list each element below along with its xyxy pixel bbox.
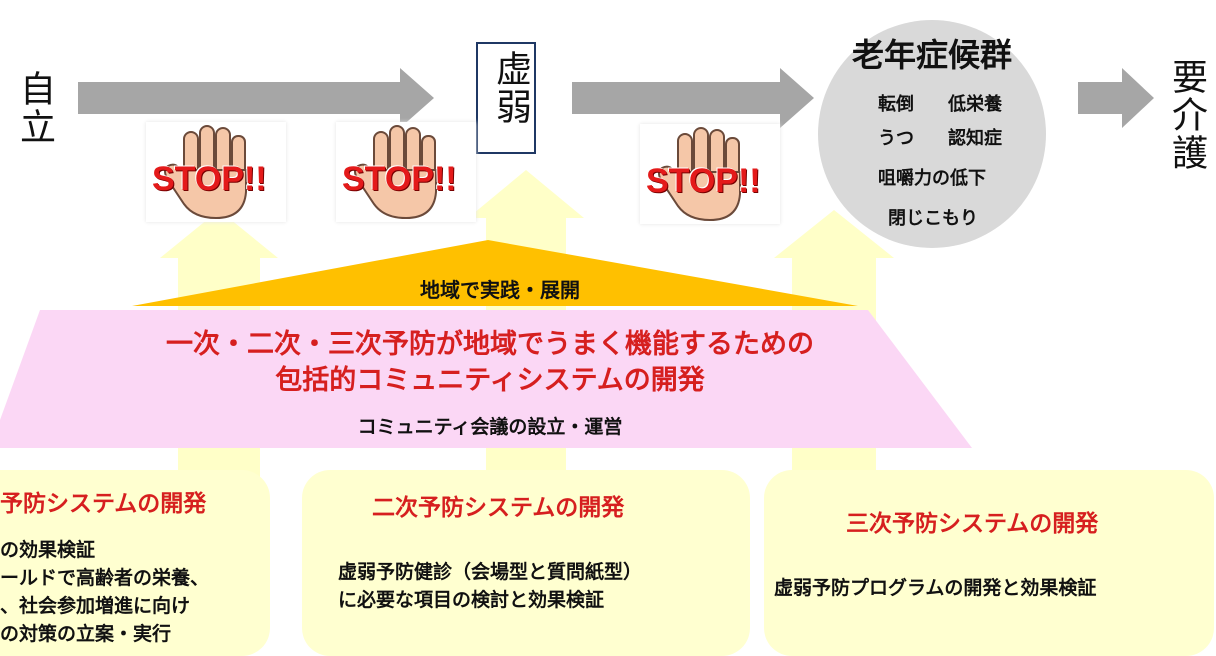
flow-arrow-2 (572, 68, 814, 128)
flow-arrow-3 (1078, 68, 1154, 128)
hand-icon (354, 125, 437, 220)
stage-independent: 自立 (14, 70, 55, 146)
geriatric-item-malnutrition: 低栄養 (948, 94, 1002, 115)
stop-label: STOP!! (646, 162, 761, 200)
panel-tertiary-prevention: 三次予防システムの開発 虚弱予防プログラムの開発と効果検証 (764, 470, 1214, 656)
geriatric-item-depression: うつ (878, 128, 914, 149)
panel-primary-title: 予防システムの開発 (0, 491, 207, 517)
stage-care: 要介護 (1166, 58, 1207, 172)
panel-primary-line: の対策の立案・実行 (0, 623, 172, 645)
pyramid-main-line2: 包括的コミュニティシステムの開発 (275, 365, 705, 396)
geriatric-syndrome-circle (818, 20, 1046, 248)
pyramid-main-line1: 一次・二次・三次予防が地域でうまく機能するための (166, 329, 814, 360)
pyramid-sub-label: コミュニティ会議の設立・運営 (357, 416, 623, 438)
panel-secondary-body: 虚弱予防健診（会場型と質問紙型） に必要な項目の検討と効果検証 (338, 558, 642, 614)
stage-frailty-box (476, 42, 536, 154)
hand-icon (658, 127, 741, 222)
geriatric-item-fall: 転倒 (878, 94, 914, 115)
stop-card-3: STOP!! (640, 124, 780, 224)
geriatric-item-dementia: 認知症 (948, 128, 1002, 149)
panel-primary-line: ールドで高齢者の栄養、 (0, 567, 210, 589)
pyramid-top-label: 地域で実践・展開 (420, 278, 580, 302)
panel-secondary-line: 虚弱予防健診（会場型と質問紙型） (338, 561, 643, 583)
stop-label: STOP!! (342, 160, 457, 198)
panel-tertiary-body: 虚弱予防プログラムの開発と効果検証 (774, 574, 1096, 602)
panel-tertiary-line: 虚弱予防プログラムの開発と効果検証 (774, 577, 1097, 599)
flow-arrow-1 (78, 68, 434, 128)
pyramid-band (0, 310, 972, 448)
geriatric-item-withdrawal: 閉じこもり (888, 208, 978, 229)
stop-card-1: STOP!! (146, 122, 286, 222)
stage-frailty: 虚弱 (490, 50, 531, 126)
panel-primary-line: 、社会参加増進に向け (0, 595, 191, 617)
pyramid-top (132, 240, 858, 306)
panel-secondary-prevention: 二次予防システムの開発 虚弱予防健診（会場型と質問紙型） に必要な項目の検討と効… (302, 470, 750, 656)
stop-label: STOP!! (152, 160, 267, 198)
geriatric-item-chewing: 咀嚼力の低下 (878, 168, 986, 189)
panel-primary-line: の効果検証 (0, 539, 96, 561)
panel-primary-prevention: 予防システムの開発 の効果検証 ールドで高齢者の栄養、 、社会参加増進に向け の… (0, 470, 270, 656)
panel-tertiary-title: 三次予防システムの開発 (846, 511, 1099, 537)
panel-secondary-title: 二次予防システムの開発 (372, 495, 625, 521)
panel-primary-body: の効果検証 ールドで高齢者の栄養、 、社会参加増進に向け の対策の立案・実行 (0, 536, 209, 648)
stop-card-2: STOP!! (336, 122, 476, 222)
panel-secondary-line: に必要な項目の検討と効果検証 (338, 589, 605, 611)
hand-icon (164, 125, 247, 220)
geriatric-syndrome-title: 老年症候群 (851, 36, 1012, 74)
